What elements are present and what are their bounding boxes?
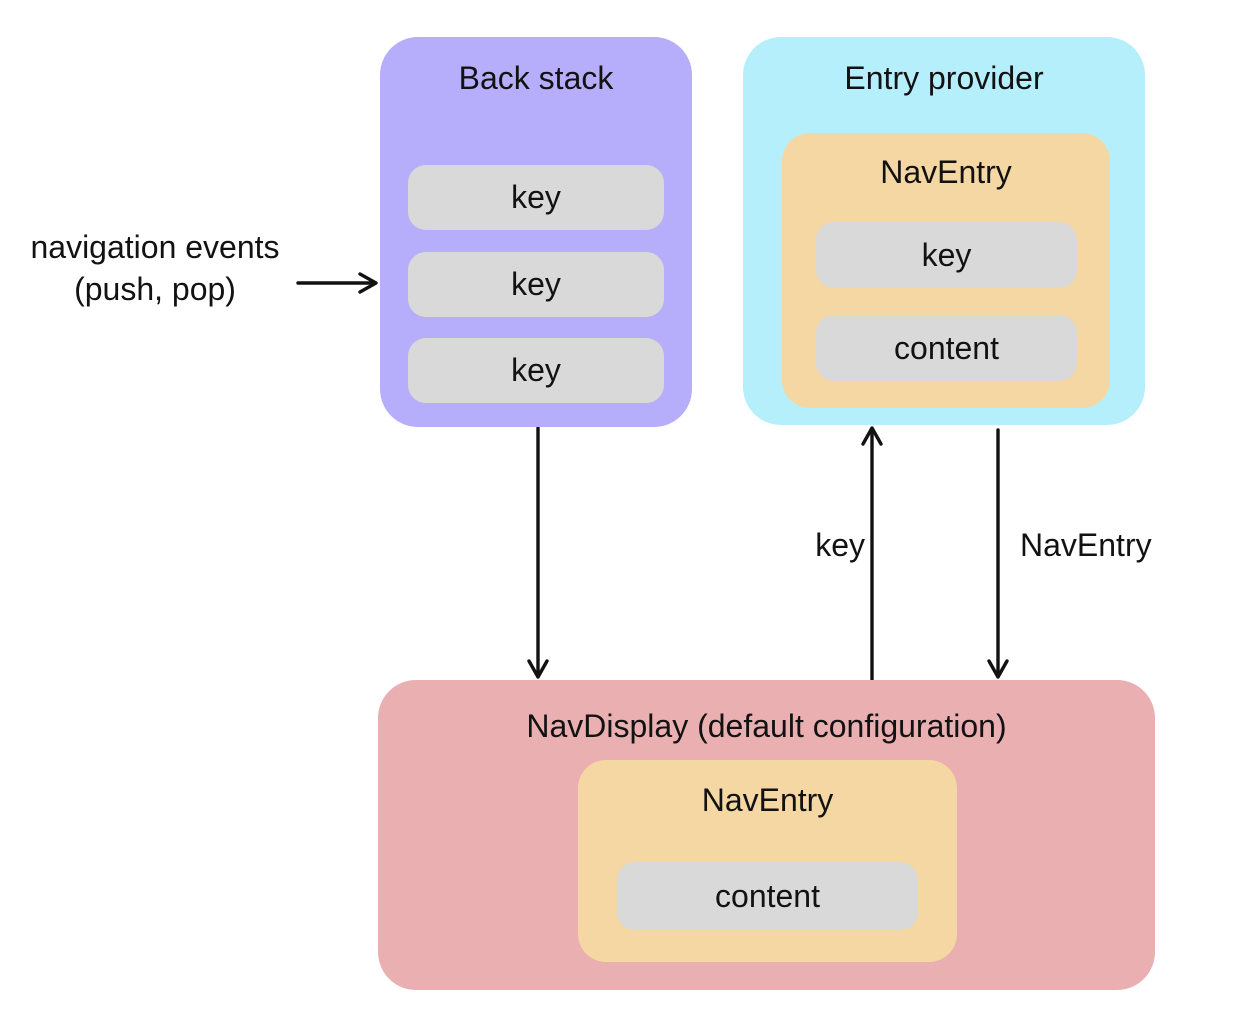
entry-provider-box: Entry provider NavEntry key content <box>743 37 1145 425</box>
nav-display-title: NavDisplay (default configuration) <box>526 708 1007 744</box>
arrow-navigation-events <box>296 272 378 294</box>
nav-display-content-pill: content <box>617 862 918 930</box>
nav-display-box: NavDisplay (default configuration) NavEn… <box>378 680 1155 990</box>
entry-provider-title: Entry provider <box>844 60 1044 96</box>
back-stack-title: Back stack <box>458 60 614 96</box>
arrow-label-key: key <box>815 527 865 563</box>
back-stack-box: Back stack key key key <box>380 37 692 427</box>
arrow-backstack-to-navdisplay <box>527 426 549 679</box>
entry-provider-key-pill: key <box>816 222 1077 288</box>
navigation-events-line2: (push, pop) <box>74 271 236 307</box>
back-stack-key-pill: key <box>408 338 664 403</box>
navigation-events-line1: navigation events <box>30 229 280 265</box>
entry-provider-naventry-box: NavEntry key content <box>782 133 1110 408</box>
arrow-key-to-entry-provider <box>861 426 883 682</box>
navigation-events-label: navigation events (push, pop) <box>4 226 306 310</box>
back-stack-key-pill: key <box>408 165 664 230</box>
arrow-naventry-to-navdisplay <box>987 428 1009 679</box>
nav-display-naventry-title: NavEntry <box>701 782 834 818</box>
nav-display-naventry-box: NavEntry content <box>578 760 957 962</box>
back-stack-key-pill: key <box>408 252 664 317</box>
entry-provider-naventry-title: NavEntry <box>880 154 1012 190</box>
entry-provider-content-pill: content <box>816 315 1077 381</box>
arrow-label-naventry: NavEntry <box>1020 527 1152 563</box>
